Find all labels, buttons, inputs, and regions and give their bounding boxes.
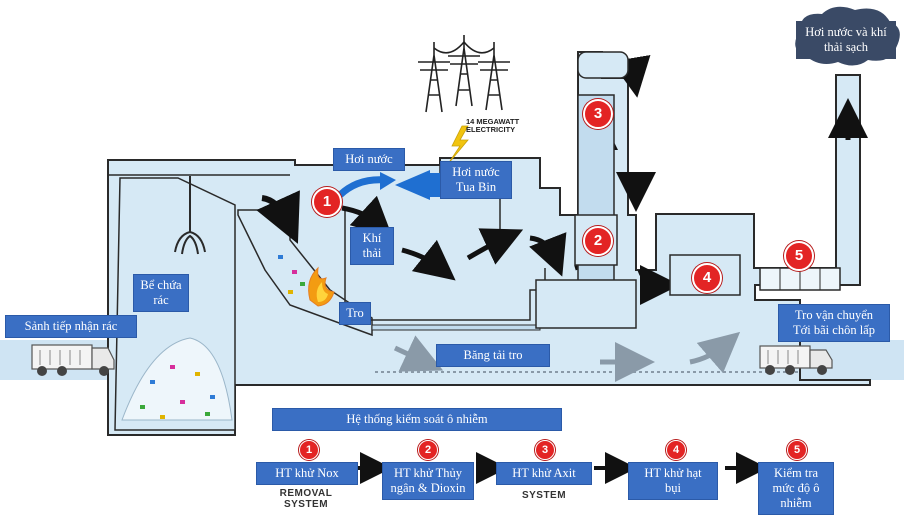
waste-pile: [121, 337, 233, 421]
marker-4: 4: [692, 263, 722, 293]
step-5-number: 5: [787, 440, 807, 460]
step-2-number: 2: [418, 440, 438, 460]
step-2-label: HT khử Thủy ngân & Dioxin: [382, 462, 474, 500]
flue-arrow-3: [466, 228, 524, 265]
waste-bits: [140, 365, 215, 419]
removal-system-text: REMOVAL SYSTEM: [262, 488, 350, 510]
feed-bits: [278, 255, 305, 294]
marker-3: 3: [583, 99, 613, 129]
step-3-number: 3: [535, 440, 555, 460]
label-flue-gas: Khí thải: [350, 227, 394, 265]
label-reception: Sảnh tiếp nhận rác: [5, 315, 137, 338]
label-storage: Bể chứa rác: [133, 274, 189, 312]
flue-arrow-6: [637, 264, 680, 305]
step-1-label: HT khử Nox: [256, 462, 358, 485]
electricity-line1: 14 MEGAWATT: [466, 117, 520, 126]
label-ash-transport: Tro vận chuyển Tới bãi chôn lấp: [778, 304, 890, 342]
label-steam: Hơi nước: [333, 148, 405, 171]
flame-core: [316, 282, 328, 302]
step-3-label: HT khử Axit: [496, 462, 592, 485]
electricity-line2: ELECTRICITY: [466, 125, 516, 134]
turbine-arrow: [395, 170, 430, 200]
label-pollution-control: Hệ thống kiểm soát ô nhiễm: [272, 408, 562, 431]
label-ash-conveyor: Băng tải tro: [436, 344, 550, 367]
electricity-text: 14 MEGAWATT ELECTRICITY: [466, 118, 519, 134]
marker-2: 2: [583, 226, 613, 256]
flue-arrow-2: [401, 239, 456, 281]
garbage-truck-icon: [31, 344, 115, 376]
label-ash: Tro: [339, 302, 371, 325]
label-turbine: Hơi nước Tua Bin: [440, 161, 512, 199]
marker-1: 1: [312, 187, 342, 217]
step-1-number: 1: [299, 440, 319, 460]
removal-word: REMOVAL: [279, 488, 333, 499]
step-4-number: 4: [666, 440, 686, 460]
system-word: SYSTEM: [283, 499, 329, 510]
label-clean-exhaust: Hơi nước và khí thải sạch: [796, 21, 896, 59]
flue-arrow-4: [529, 232, 567, 277]
grab-claw-icon: [174, 230, 206, 255]
flue-arrow-1: [341, 195, 393, 238]
step-5-label: Kiểm tra mức độ ô nhiễm: [758, 462, 834, 515]
system-text-2: SYSTEM: [521, 490, 567, 501]
step-4-label: HT khử hạt bụi: [628, 462, 718, 500]
power-tower-icon: [418, 35, 510, 113]
lightning-icon: [447, 125, 469, 165]
ash-truck-icon: [759, 345, 833, 375]
feed-arrow: [256, 190, 300, 244]
marker-5: 5: [784, 241, 814, 271]
